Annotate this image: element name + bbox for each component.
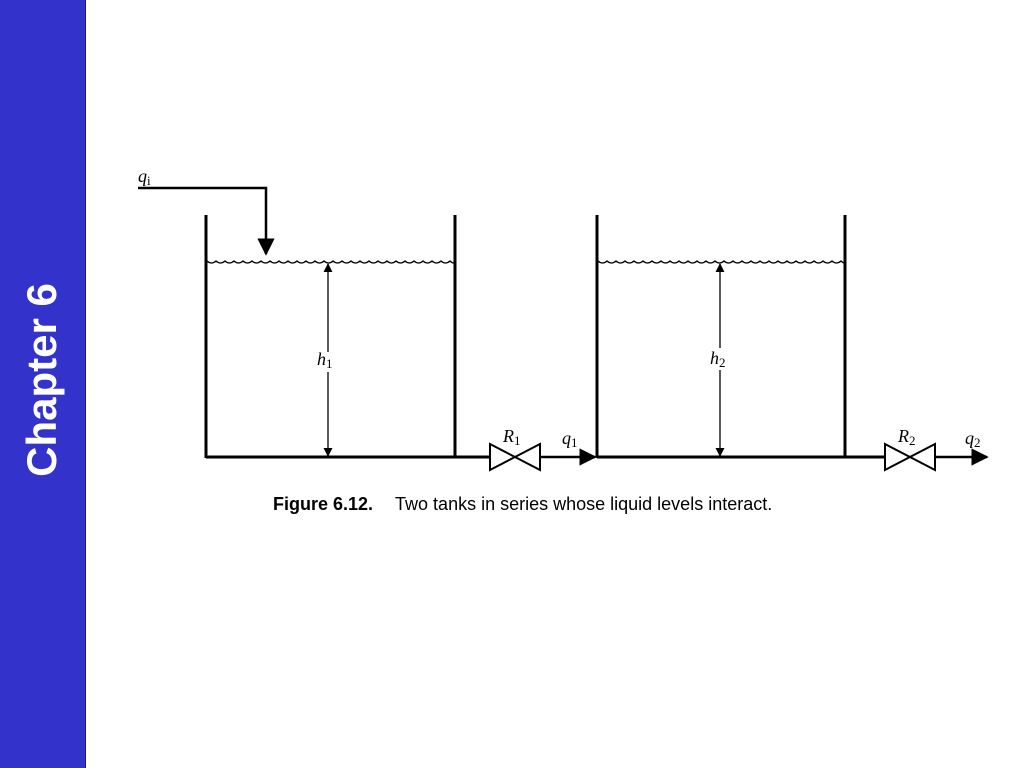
flow-q1-label: q1 bbox=[562, 428, 578, 450]
tank-1-liquid-surface bbox=[206, 260, 455, 264]
valve-r2-label: R2 bbox=[897, 426, 916, 448]
tank-2-level-label: h2 bbox=[710, 348, 726, 370]
tank-1 bbox=[204, 215, 457, 458]
flow-q2-label: q2 bbox=[965, 428, 981, 450]
chapter-side-band: Chapter 6 bbox=[0, 0, 86, 768]
figure-caption-text: Two tanks in series whose liquid levels … bbox=[395, 494, 773, 514]
tank-2-liquid-surface bbox=[597, 260, 846, 264]
valve-r1 bbox=[489, 442, 541, 472]
inflow-pipe bbox=[138, 186, 275, 256]
tank-1-level-label: h1 bbox=[317, 349, 333, 371]
figure-number: Figure 6.12. bbox=[273, 494, 374, 514]
valve-r2 bbox=[884, 442, 936, 472]
figure-caption: Figure 6.12. Two tanks in series whose li… bbox=[273, 494, 772, 515]
valve-r1-label: R1 bbox=[502, 426, 521, 448]
tank-2 bbox=[595, 215, 847, 458]
inflow-label: qi bbox=[138, 166, 151, 188]
